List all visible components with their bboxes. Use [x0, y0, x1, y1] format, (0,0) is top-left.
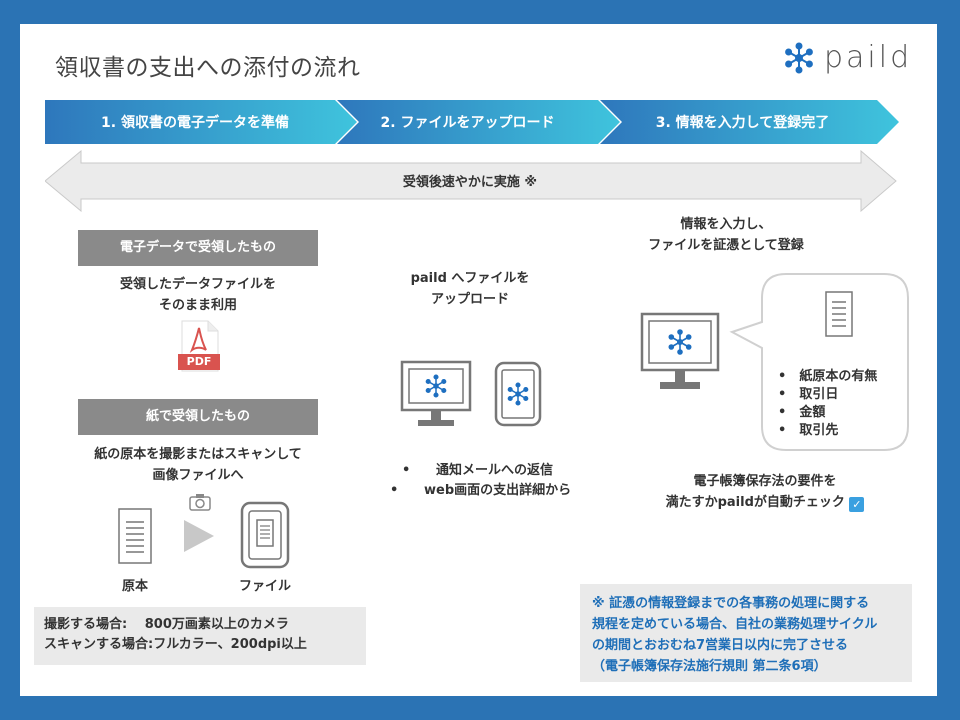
register-field-item: • 紙原本の有無 [778, 369, 878, 384]
bubble-document-icon [825, 291, 853, 337]
step-2-chevron [337, 100, 620, 144]
desktop-monitor-icon [400, 360, 472, 426]
note-line-2: スキャンする場合:フルカラー、200dpi以上 [44, 637, 307, 652]
footnote-box: ※ 証憑の情報登録までの各事務の処理に関する 規程を定めている場合、自社の業務処… [580, 584, 912, 682]
camera-icon [189, 494, 211, 511]
paper-desc-line-1: 紙の原本を撮影またはスキャンして [94, 447, 302, 462]
paper-desc-line-2: 画像ファイルへ [152, 468, 244, 483]
register-field-text: 取引先 [799, 423, 839, 438]
electronic-desc-line-2: そのまま利用 [158, 298, 237, 313]
pdf-label: PDF [186, 355, 212, 368]
step-3-chevron [600, 100, 899, 144]
step-1-chevron [45, 100, 357, 144]
electronic-header: 電子データで受領したもの [78, 230, 318, 266]
register-desc-line-1: 情報を入力し、 [680, 217, 772, 232]
step-3-label: 3. 情報を入力して登録完了 [655, 115, 830, 131]
upload-method-text: web画面の支出詳細から [424, 483, 572, 498]
electronic-desc-line-1: 受領したデータファイルを [119, 277, 276, 292]
upload-desc-line-1: paild へファイルを [410, 271, 530, 286]
auto-check-desc: 電子帳簿保存法の要件を 満たすかpaildが自動チェック ✓ [630, 471, 900, 513]
step-chevrons [45, 100, 899, 144]
paild-logo: paild [782, 40, 912, 75]
register-field-text: 取引日 [799, 387, 839, 402]
capture-requirements-note: 撮影する場合: 800万画素以上のカメラ スキャンする場合:フルカラー、200d… [34, 607, 366, 665]
step-1-label: 1. 領収書の電子データを準備 [101, 115, 289, 131]
register-field-text: 紙原本の有無 [799, 369, 878, 384]
paper-header: 紙で受領したもの [78, 399, 318, 435]
upload-method-item: • 通知メールへの返信 [388, 461, 608, 481]
play-arrow-icon [184, 520, 214, 552]
footnote-line-1: ※ 証憑の情報登録までの各事務の処理に関する [592, 596, 870, 611]
register-field-item: • 金額 [778, 405, 826, 420]
phone-file-icon [240, 501, 290, 569]
auto-check-line-2-text: 満たすかpaildが自動チェック [665, 495, 845, 510]
step-2-label: 2. ファイルをアップロード [380, 115, 555, 131]
footnote-line-4: （電子帳簿保存法施行規則 第二条6項） [592, 659, 827, 674]
paper-desc: 紙の原本を撮影またはスキャンして 画像ファイルへ [48, 444, 348, 486]
timeline-arrow [45, 150, 897, 212]
timeline-label: 受領後速やかに実施 ※ [300, 171, 640, 190]
footnote-line-3: の期間とおおむね7営業日以内に完了させる [592, 638, 849, 653]
register-field-text: 金額 [799, 405, 826, 420]
original-label: 原本 [121, 579, 148, 594]
auto-check-line-2: 満たすかpaildが自動チェック ✓ [630, 492, 900, 513]
paild-logo-icon [785, 42, 813, 73]
timeline-label-text: 受領後速やかに実施 ※ [402, 175, 538, 190]
document-icon [118, 508, 152, 564]
register-fields-list: • 紙原本の有無 • 取引日 • 金額 • 取引先 [778, 368, 877, 440]
pdf-icon: PDF [178, 320, 220, 372]
file-label: ファイル [238, 579, 291, 594]
footnote-line-2: 規程を定めている場合、自社の業務処理サイクル [592, 617, 878, 632]
upload-method-text: 通知メールへの返信 [436, 463, 554, 478]
speech-bubble [729, 273, 909, 451]
smartphone-icon [494, 361, 542, 427]
auto-check-line-1: 電子帳簿保存法の要件を [693, 474, 837, 489]
checkmark-icon: ✓ [849, 497, 865, 512]
page-title: 領収書の支出への添付の流れ [55, 55, 361, 81]
register-monitor-icon [640, 312, 720, 389]
upload-method-item: • web画面の支出詳細から [388, 481, 608, 501]
register-desc: 情報を入力し、 ファイルを証憑として登録 [626, 214, 826, 256]
logo-text: paild [824, 40, 913, 75]
note-line-1: 撮影する場合: 800万画素以上のカメラ [44, 617, 289, 632]
electronic-desc: 受領したデータファイルを そのまま利用 [68, 274, 328, 316]
register-desc-line-2: ファイルを証憑として登録 [648, 238, 804, 253]
register-field-item: • 取引先 [778, 423, 839, 438]
upload-desc: paild へファイルを アップロード [380, 268, 560, 310]
upload-desc-line-2: アップロード [430, 292, 509, 307]
upload-methods-list: • 通知メールへの返信 • web画面の支出詳細から [388, 461, 608, 501]
register-field-item: • 取引日 [778, 387, 839, 402]
